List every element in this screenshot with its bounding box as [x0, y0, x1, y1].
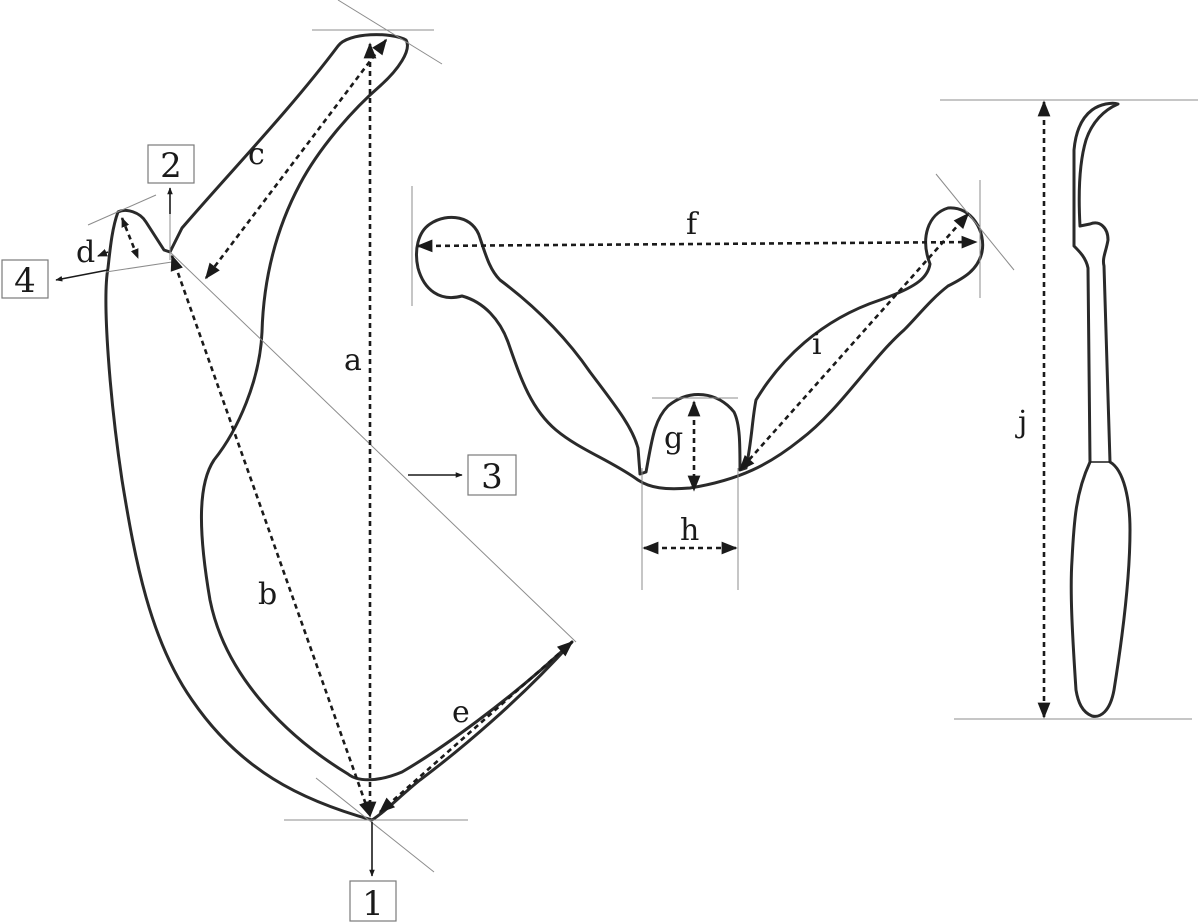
mandible-frontal-outline — [1069, 101, 1132, 718]
marker-3-label: 3 — [481, 457, 503, 497]
dimension-i-line — [738, 212, 970, 472]
dimension-j-label: j — [1015, 405, 1027, 440]
mandible-ventral-view: f g h i — [411, 173, 1015, 590]
guide-top-oblique — [337, 0, 443, 65]
mandible-frontal-view: j — [940, 99, 1198, 720]
dimension-e-label: e — [452, 695, 470, 730]
dimension-h-label: h — [680, 513, 699, 548]
hemimandible-view: a b c d e 1 2 3 4 — [1, 0, 577, 923]
marker-1-label: 1 — [362, 884, 384, 923]
dimension-c-label: c — [248, 137, 265, 172]
marker-3-box — [467, 454, 517, 496]
marker-2-label: 2 — [160, 146, 182, 186]
dimension-d-label: d — [76, 235, 95, 270]
dimension-f-label: f — [686, 207, 699, 242]
dimension-c-line — [204, 38, 388, 280]
marker-2-box — [147, 144, 195, 184]
dimension-g-label: g — [664, 421, 683, 456]
dimension-d-pointer — [97, 248, 109, 257]
dimension-f-line — [416, 235, 978, 253]
dimension-a-label: a — [344, 343, 362, 378]
dimension-b-label: b — [258, 577, 277, 612]
dimension-e-line — [378, 640, 574, 814]
dimension-d-line — [120, 217, 140, 259]
mandible-ventral-outline — [415, 206, 985, 491]
dimension-i-label: i — [812, 327, 822, 362]
guide-coronoid-base — [105, 261, 173, 273]
marker-4-arrow — [55, 269, 109, 282]
marker-1-box — [349, 880, 397, 922]
marker-4-box — [1, 259, 49, 299]
guide-coronoid-tip — [87, 194, 157, 226]
guide-i-oblique — [935, 173, 1015, 271]
marker-4-label: 4 — [14, 261, 36, 301]
